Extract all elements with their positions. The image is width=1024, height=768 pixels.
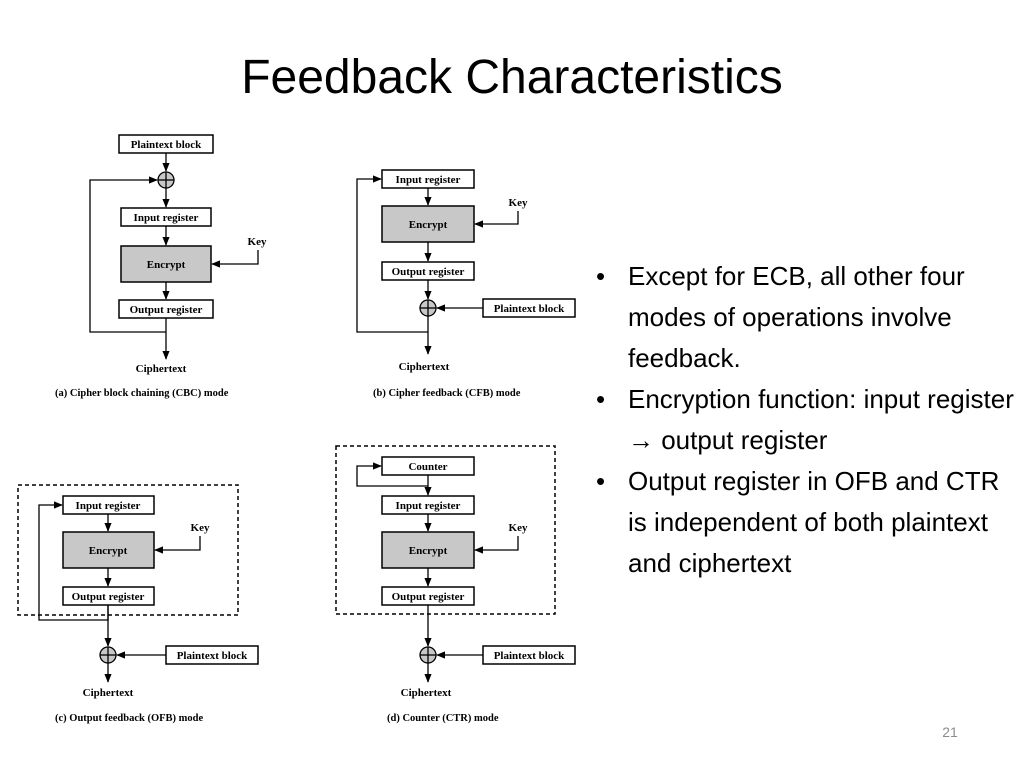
bullet-list: Except for ECB, all other four modes of … <box>594 256 1014 584</box>
ofb-output-register-label: Output register <box>72 591 145 603</box>
ctr-caption: (d) Counter (CTR) mode <box>387 713 499 724</box>
cbc-encrypt-label: Encrypt <box>147 259 186 271</box>
ctr-key-label: Key <box>509 522 528 534</box>
ctr-diagram: Counter Input register Encrypt Key Outpu… <box>335 445 576 724</box>
cbc-input-register-label: Input register <box>134 212 199 224</box>
cfb-caption: (b) Cipher feedback (CFB) mode <box>373 388 521 399</box>
slide-number: 21 <box>942 724 958 740</box>
ofb-ciphertext-label: Ciphertext <box>83 687 134 699</box>
ofb-xor-symbol <box>99 646 117 664</box>
ofb-diagram: Input register Encrypt Key Output regist… <box>17 484 259 724</box>
cbc-output-register-label: Output register <box>130 304 203 316</box>
ofb-encrypt-label: Encrypt <box>89 545 128 557</box>
bullet-item: Encryption function: input register → ou… <box>594 379 1014 461</box>
cbc-plaintext-label: Plaintext block <box>131 139 202 151</box>
ofb-input-register-label: Input register <box>76 500 141 512</box>
cfb-encrypt-label: Encrypt <box>409 219 448 231</box>
cfb-input-register-label: Input register <box>396 174 461 186</box>
cbc-ciphertext-label: Ciphertext <box>136 363 187 375</box>
ctr-input-register-label: Input register <box>396 500 461 512</box>
cfb-xor-symbol <box>419 299 437 317</box>
cbc-xor-symbol <box>157 171 175 189</box>
ctr-encrypt-box <box>381 531 475 569</box>
cfb-plaintext-label: Plaintext block <box>494 303 565 315</box>
ctr-xor-symbol <box>419 646 437 664</box>
bullet-item: Output register in OFB and CTR is indepe… <box>594 461 1014 584</box>
cbc-caption: (a) Cipher block chaining (CBC) mode <box>55 388 229 399</box>
cfb-encrypt-box <box>381 205 475 243</box>
ofb-plaintext-label: Plaintext block <box>177 650 248 662</box>
cfb-diagram: Input register Encrypt Key Output regist… <box>356 169 576 399</box>
ctr-dashed-boundary <box>335 445 556 615</box>
ctr-plaintext-label: Plaintext block <box>494 650 565 662</box>
ctr-counter-label: Counter <box>408 461 447 473</box>
bullet-item: Except for ECB, all other four modes of … <box>594 256 1014 379</box>
cbc-diagram: Plaintext block Input register Encrypt K… <box>55 134 267 399</box>
cfb-key-label: Key <box>509 197 528 209</box>
ctr-ciphertext-label: Ciphertext <box>401 687 452 699</box>
ctr-output-register-label: Output register <box>392 591 465 603</box>
ofb-key-label: Key <box>191 522 210 534</box>
ctr-encrypt-label: Encrypt <box>409 545 448 557</box>
cfb-ciphertext-label: Ciphertext <box>399 361 450 373</box>
cbc-key-label: Key <box>248 236 267 248</box>
cfb-output-register-label: Output register <box>392 266 465 278</box>
ofb-caption: (c) Output feedback (OFB) mode <box>55 713 203 724</box>
slide-title: Feedback Characteristics <box>241 51 783 104</box>
